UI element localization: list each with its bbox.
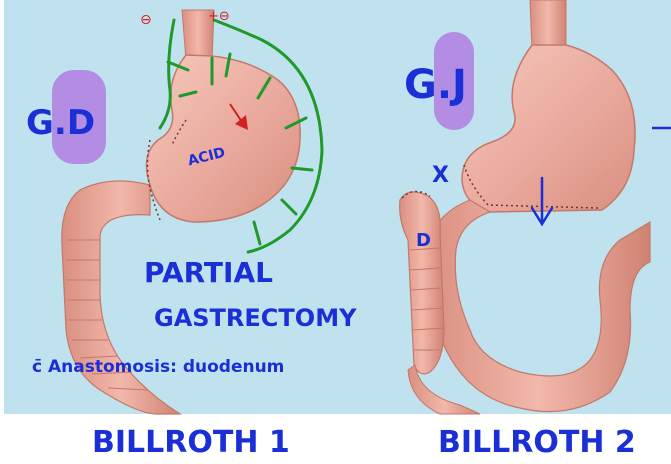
title-billroth1: BILLROTH 1 [92,425,290,460]
caption-partial: PARTIAL [144,256,273,289]
title-billroth2: BILLROTH 2 [438,425,636,460]
mark-x: X [432,163,449,188]
sign-minus: ⊖ [140,12,152,28]
sign-plus: +⊖ [208,9,230,24]
caption-anastomosis: c̄ Anastomosis: duodenum [32,357,284,377]
label-gj: G.J [404,62,467,108]
caption-gastrectomy: GASTRECTOMY [154,304,357,332]
mark-d: D [416,230,431,251]
label-gd: G.D [26,103,95,143]
